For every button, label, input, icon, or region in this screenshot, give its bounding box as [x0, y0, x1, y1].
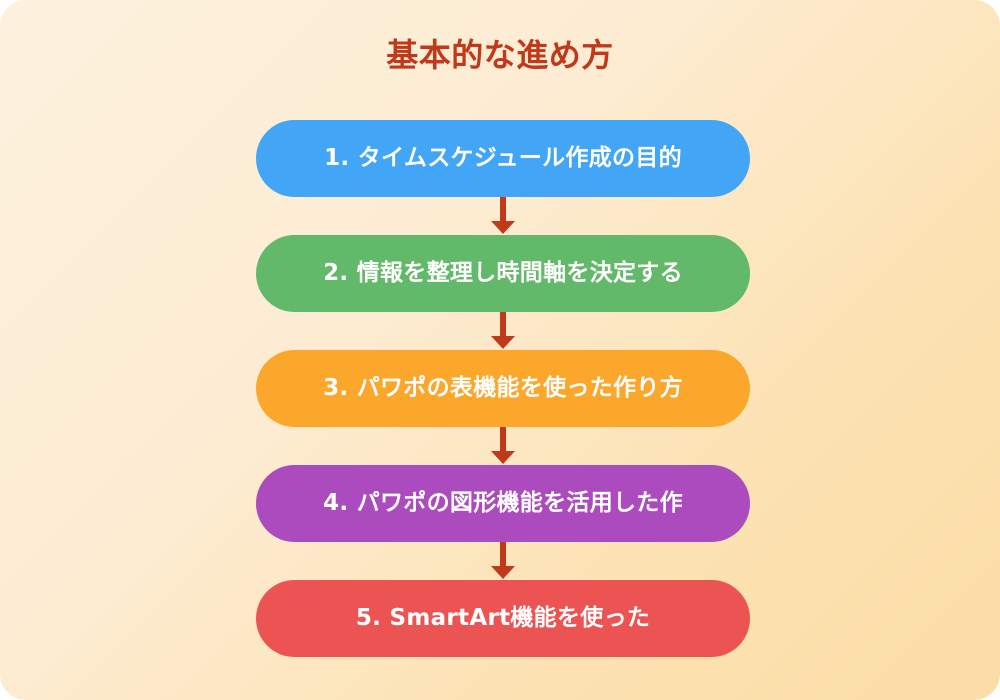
step-row-3: 3. パワポの表機能を使った作り方 — [256, 350, 750, 427]
step-box-4[interactable]: 4. パワポの図形機能を活用した作 — [256, 465, 750, 542]
step-row-1: 1. タイムスケジュール作成の目的 — [256, 120, 750, 197]
page-title: 基本的な進め方 — [386, 36, 614, 74]
step-box-1[interactable]: 1. タイムスケジュール作成の目的 — [256, 120, 750, 197]
step-label-5: 5. SmartArt機能を使った — [355, 604, 651, 631]
arrow-step-2-to-3 — [256, 312, 750, 350]
arrow-step-4-to-5 — [256, 542, 750, 580]
step-box-2[interactable]: 2. 情報を整理し時間軸を決定する — [256, 235, 750, 312]
step-row-4: 4. パワポの図形機能を活用した作 — [256, 465, 750, 542]
step-row-2: 2. 情報を整理し時間軸を決定する — [256, 235, 750, 312]
step-label-2: 2. 情報を整理し時間軸を決定する — [323, 259, 683, 286]
step-label-1: 1. タイムスケジュール作成の目的 — [324, 144, 682, 171]
arrow-step-3-to-4 — [256, 427, 750, 465]
step-label-3: 3. パワポの表機能を使った作り方 — [323, 374, 683, 401]
step-list: 1. タイムスケジュール作成の目的 2. 情報を整理し時間軸を決定する 3. — [256, 120, 750, 657]
step-box-3[interactable]: 3. パワポの表機能を使った作り方 — [256, 350, 750, 427]
step-row-5: 5. SmartArt機能を使った — [256, 580, 750, 657]
step-box-5[interactable]: 5. SmartArt機能を使った — [256, 580, 750, 657]
step-label-4: 4. パワポの図形機能を活用した作 — [323, 489, 683, 516]
arrow-step-1-to-2 — [256, 197, 750, 235]
